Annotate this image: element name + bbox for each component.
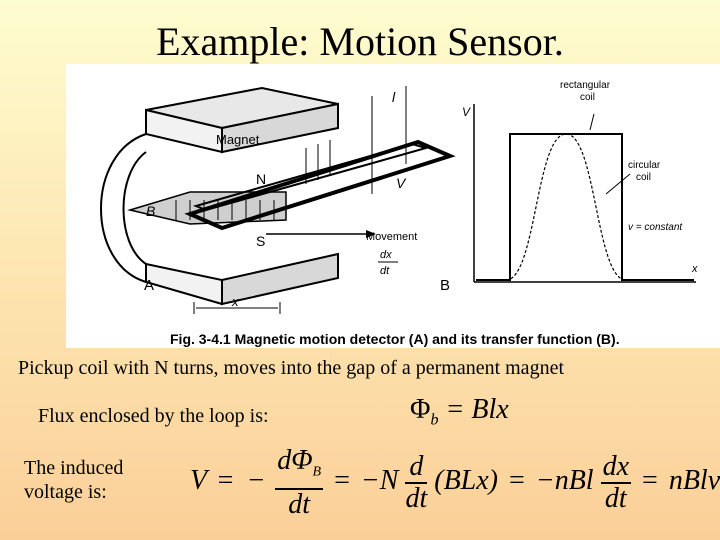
description-line: Pickup coil with N turns, moves into the… bbox=[18, 357, 564, 379]
label-circular-coil: coil bbox=[636, 172, 651, 183]
magnet-drawing bbox=[100, 86, 456, 314]
slide-title: Example: Motion Sensor. bbox=[156, 19, 564, 64]
figure-panel: Magnet N S B l V Movement dx dt x A V x … bbox=[66, 64, 720, 348]
figure-caption: Fig. 3-4.1 Magnetic motion detector (A) … bbox=[170, 331, 620, 347]
label-v-axis: V bbox=[462, 105, 471, 119]
label-l: l bbox=[392, 89, 396, 105]
frac-d-dt: d dt bbox=[405, 450, 428, 514]
label-dx: dx bbox=[380, 249, 392, 261]
magnet-bottom-side bbox=[221, 252, 339, 306]
label-b-field: B bbox=[146, 203, 155, 219]
label-rectangular-coil: coil bbox=[580, 92, 595, 103]
label-x-dim: x bbox=[231, 294, 239, 309]
voltage-equation: V = − dΦB dt = −N d dt (BLx) = −nBl dx d… bbox=[190, 445, 720, 520]
circular-coil-curve bbox=[505, 133, 627, 281]
magnet-inner-curve bbox=[122, 151, 147, 265]
pickup-coil-inner bbox=[192, 142, 430, 212]
label-dt: dt bbox=[380, 265, 390, 277]
label-panel-a: A bbox=[144, 277, 154, 294]
label-v-coil: V bbox=[396, 175, 407, 191]
magnet-bottom-front bbox=[145, 262, 223, 306]
label-movement: Movement bbox=[366, 231, 417, 243]
frac-dx-dt: dx dt bbox=[600, 450, 632, 514]
magnet-curve bbox=[100, 133, 147, 283]
label-v-constant: v = constant bbox=[628, 222, 683, 233]
magnet-side-face bbox=[221, 102, 339, 154]
pickup-coil bbox=[184, 139, 456, 231]
label-s: S bbox=[256, 233, 265, 249]
rectangular-coil-curve bbox=[476, 133, 694, 281]
label-x-axis: x bbox=[691, 263, 698, 275]
flux-label: Flux enclosed by the loop is: bbox=[38, 405, 269, 427]
label-panel-b: B bbox=[440, 277, 450, 294]
label-n: N bbox=[256, 171, 266, 187]
transfer-function-plot bbox=[473, 104, 696, 283]
voltage-label: The induced voltage is: bbox=[24, 457, 124, 503]
motion-detector-figure: Magnet N S B l V Movement dx dt x A V x … bbox=[100, 80, 698, 347]
frac-dphi-dt: dΦB dt bbox=[275, 445, 324, 520]
flux-equation: Φb = Blx bbox=[410, 394, 509, 429]
label-circular: circular bbox=[628, 160, 661, 171]
label-rectangular: rectangular bbox=[560, 80, 611, 91]
label-magnet: Magnet bbox=[216, 132, 260, 147]
